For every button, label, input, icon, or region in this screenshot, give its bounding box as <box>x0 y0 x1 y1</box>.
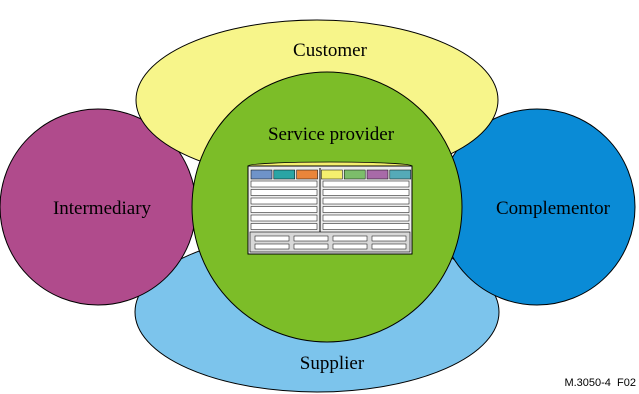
table-header-cell <box>273 169 296 180</box>
table-footer-cell <box>371 243 407 250</box>
table-row <box>250 180 318 188</box>
table-header-cell <box>389 169 412 180</box>
table-row <box>322 180 410 188</box>
table-header-cell <box>250 169 273 180</box>
complementor-label: Complementor <box>496 198 611 219</box>
intermediary-label: Intermediary <box>53 198 152 219</box>
table-row <box>250 206 318 213</box>
table-header-cell <box>321 169 343 180</box>
table-footer-cell <box>332 235 368 242</box>
supplier-label: Supplier <box>300 353 365 374</box>
table-row <box>250 197 318 205</box>
table-header-cell <box>366 169 389 180</box>
figure-id: M.3050-4 F02 <box>564 377 636 389</box>
table-row <box>250 214 318 222</box>
table-row <box>322 197 410 205</box>
service-provider-label: Service provider <box>268 124 395 145</box>
table-row <box>250 189 318 196</box>
table-row <box>322 206 410 213</box>
table-row <box>322 214 410 222</box>
table-footer-cell <box>254 243 290 250</box>
table-row <box>322 223 410 230</box>
table-footer-cell <box>371 235 407 242</box>
table-header-cell <box>343 169 366 180</box>
table-footer-cell <box>254 235 290 242</box>
table-footer-cell <box>293 235 329 242</box>
table-row <box>250 223 318 230</box>
table-footer-cell <box>332 243 368 250</box>
database-table-icon <box>247 161 413 255</box>
customer-label: Customer <box>293 40 368 61</box>
table-header-cell <box>296 169 318 180</box>
table-footer-cell <box>293 243 329 250</box>
table-row <box>322 189 410 196</box>
